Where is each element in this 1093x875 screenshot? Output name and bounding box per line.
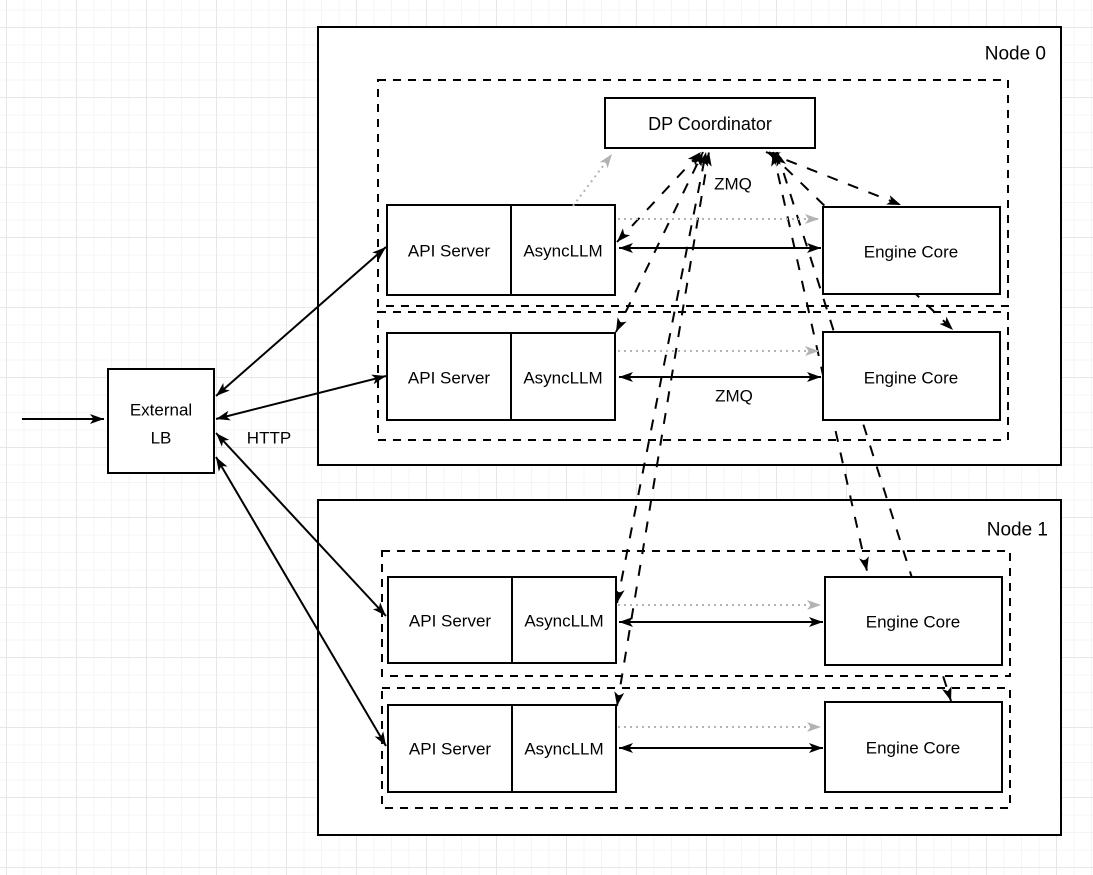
- external-lb-label-line1: External: [130, 401, 192, 420]
- api-asyncllm-box-1: [386, 204, 616, 296]
- api-server-label-4: API Server: [409, 740, 492, 759]
- zmq-label-engine: ZMQ: [715, 387, 753, 406]
- external-lb-label-line2: LB: [151, 429, 172, 448]
- arrow-lb-api-server-1: [215, 246, 387, 397]
- engine-core-box-2: [822, 331, 1001, 421]
- node1-label: Node 1: [987, 520, 1048, 541]
- engine-core-label-3: Engine Core: [866, 613, 961, 632]
- engine-core-box-1: [822, 206, 1001, 295]
- api-asyncllm-box-4: [387, 704, 617, 793]
- engine-core-box-3: [824, 576, 1003, 666]
- arrow-lb-api-server-4: [215, 456, 387, 747]
- external-lb-box: [107, 368, 215, 474]
- api-server-label-2: API Server: [408, 369, 491, 388]
- api-server-label-1: API Server: [408, 242, 491, 261]
- asyncllm-label-1: AsyncLLM: [523, 242, 602, 261]
- dp-coordinator-box: [604, 97, 816, 149]
- api-server-label-3: API Server: [409, 612, 492, 631]
- engine-core-label-4: Engine Core: [866, 739, 961, 758]
- arrow-lb-api-server-2: [215, 374, 387, 421]
- dp-coordinator-label: DP Coordinator: [648, 114, 772, 134]
- http-label: HTTP: [247, 429, 291, 448]
- asyncllm-label-3: AsyncLLM: [524, 612, 603, 631]
- dotted-arrow-asyncllm1-coordinator: [572, 153, 613, 207]
- node0-label: Node 0: [985, 44, 1046, 65]
- engine-core-label-2: Engine Core: [864, 369, 959, 388]
- asyncllm-label-2: AsyncLLM: [523, 369, 602, 388]
- engine-core-label-1: Engine Core: [864, 243, 959, 262]
- asyncllm-label-4: AsyncLLM: [524, 740, 603, 759]
- api-asyncllm-box-2: [386, 332, 616, 421]
- zmq-label-coordinator: ZMQ: [714, 175, 752, 194]
- api-asyncllm-box-3: [387, 576, 617, 664]
- engine-core-box-4: [824, 701, 1003, 793]
